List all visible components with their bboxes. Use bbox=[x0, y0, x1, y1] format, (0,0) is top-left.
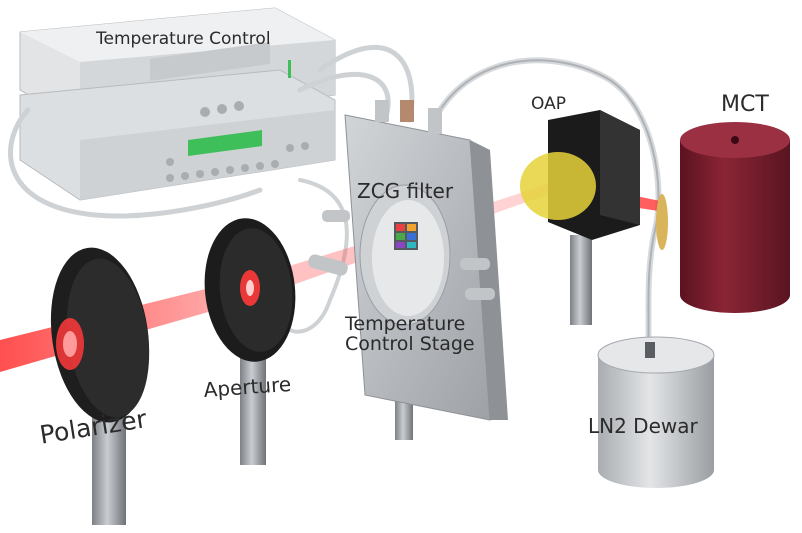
label-zcg-filter: ZCG filter bbox=[357, 179, 454, 203]
oap-mirror-mount bbox=[520, 110, 640, 325]
label-mct: MCT bbox=[721, 92, 769, 117]
temperature-controller bbox=[19, 7, 336, 201]
oap-mirror bbox=[520, 152, 596, 220]
label-temperature-control: Temperature Control bbox=[96, 29, 271, 49]
mct-detector bbox=[656, 122, 790, 313]
polarizer bbox=[50, 247, 150, 525]
ln2-dewar bbox=[597, 336, 715, 488]
zcg-filter-chip bbox=[394, 222, 418, 250]
label-ln2-dewar: LN2 Dewar bbox=[588, 414, 698, 438]
label-temperature-control-stage: Temperature Control Stage bbox=[345, 313, 475, 355]
label-oap: OAP bbox=[531, 94, 566, 114]
label-tcs-line2: Control Stage bbox=[345, 332, 475, 355]
temperature-control-stage bbox=[308, 100, 508, 440]
controller-display bbox=[188, 130, 262, 156]
label-tcs-line1: Temperature bbox=[345, 313, 466, 335]
aperture bbox=[204, 218, 296, 465]
